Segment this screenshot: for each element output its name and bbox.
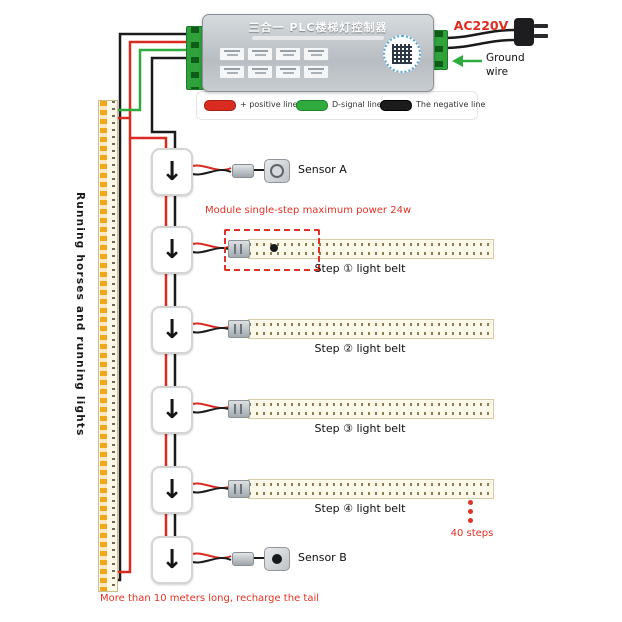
spec-chip xyxy=(247,47,273,61)
qr-code-badge xyxy=(383,35,421,73)
power-plug-icon xyxy=(514,18,534,46)
step1-light-belt xyxy=(248,239,494,259)
strip-connector xyxy=(228,320,250,338)
continuation-dot xyxy=(468,509,473,514)
strip-led-column xyxy=(100,101,107,591)
step4-light-belt xyxy=(248,479,494,499)
step2-label: Step ② light belt xyxy=(314,342,406,355)
continuation-dot xyxy=(468,518,473,523)
continuation-dot xyxy=(468,500,473,505)
negative-wire xyxy=(116,32,190,582)
down-arrow-icon: ↓ xyxy=(161,545,183,575)
steps-count-note: 40 steps xyxy=(450,528,494,539)
ground-arrowhead xyxy=(452,55,463,67)
spec-chip xyxy=(275,47,301,61)
strip-connector xyxy=(228,480,250,498)
step3-light-belt xyxy=(248,399,494,419)
spec-chip xyxy=(303,47,329,61)
strip-connector xyxy=(228,400,250,418)
spec-chip xyxy=(275,65,301,79)
sensor-a-label: Sensor A xyxy=(298,163,347,176)
signal-line-swatch xyxy=(296,100,328,111)
motion-module-2: ↓ xyxy=(151,226,193,274)
sensor-eye-icon xyxy=(270,164,284,178)
down-arrow-icon: ↓ xyxy=(161,395,183,425)
step1-label: Step ① light belt xyxy=(314,262,406,275)
positive-line-label: + positive line xyxy=(240,100,298,109)
signal-wire xyxy=(116,48,190,112)
down-arrow-icon: ↓ xyxy=(161,235,183,265)
controller-subtitle xyxy=(252,36,384,40)
down-arrow-icon: ↓ xyxy=(161,315,183,345)
step4-label: Step ④ light belt xyxy=(314,502,406,515)
step2-light-belt xyxy=(248,319,494,339)
plc-controller: 三合一 PLC楼梯灯控制器 xyxy=(202,14,434,92)
sensor-b-label: Sensor B xyxy=(298,551,347,564)
down-arrow-icon: ↓ xyxy=(161,475,183,505)
motion-module-5: ↓ xyxy=(151,466,193,514)
ground-wire-label: Ground wire xyxy=(486,52,525,78)
negative-line-swatch xyxy=(380,100,412,111)
ic-chip-dot xyxy=(270,244,278,252)
positive-wire xyxy=(116,40,190,574)
max-power-note: Module single-step maximum power 24w xyxy=(205,205,412,216)
negative-line-label: The negative line xyxy=(416,100,486,109)
running-light-strip xyxy=(98,100,118,592)
spec-chip xyxy=(303,65,329,79)
connector-barrel xyxy=(232,164,254,178)
terminal-block-right xyxy=(430,30,448,70)
spec-chip xyxy=(219,65,245,79)
signal-line-label: D-signal line xyxy=(332,100,382,109)
running-strip-label: Running horses and running lights xyxy=(74,192,86,437)
motion-module-6: ↓ xyxy=(151,536,193,584)
spec-chip xyxy=(219,47,245,61)
down-arrow-icon: ↓ xyxy=(161,157,183,187)
motion-module-1: ↓ xyxy=(151,148,193,196)
tail-recharge-note: More than 10 meters long, recharge the t… xyxy=(100,593,319,604)
positive-line-swatch xyxy=(204,100,236,111)
sensor-a-head xyxy=(264,159,290,183)
connector-barrel xyxy=(232,552,254,566)
strip-connector xyxy=(228,240,250,258)
mains-wire xyxy=(445,28,515,40)
motion-module-4: ↓ xyxy=(151,386,193,434)
plug-prong xyxy=(534,24,548,28)
step1-highlight-box xyxy=(224,229,320,271)
ac220v-label: AC220V xyxy=(453,18,509,33)
step3-label: Step ③ light belt xyxy=(314,422,406,435)
terminal-block-left xyxy=(186,26,204,90)
sensor-b-head xyxy=(264,547,290,571)
plug-prong xyxy=(534,34,548,38)
sensor-eye-icon xyxy=(272,554,282,564)
spec-chip xyxy=(247,65,273,79)
mains-wire xyxy=(445,38,515,50)
controller-title: 三合一 PLC楼梯灯控制器 xyxy=(248,21,388,34)
strip-solder-ticks xyxy=(112,101,115,591)
motion-module-3: ↓ xyxy=(151,306,193,354)
